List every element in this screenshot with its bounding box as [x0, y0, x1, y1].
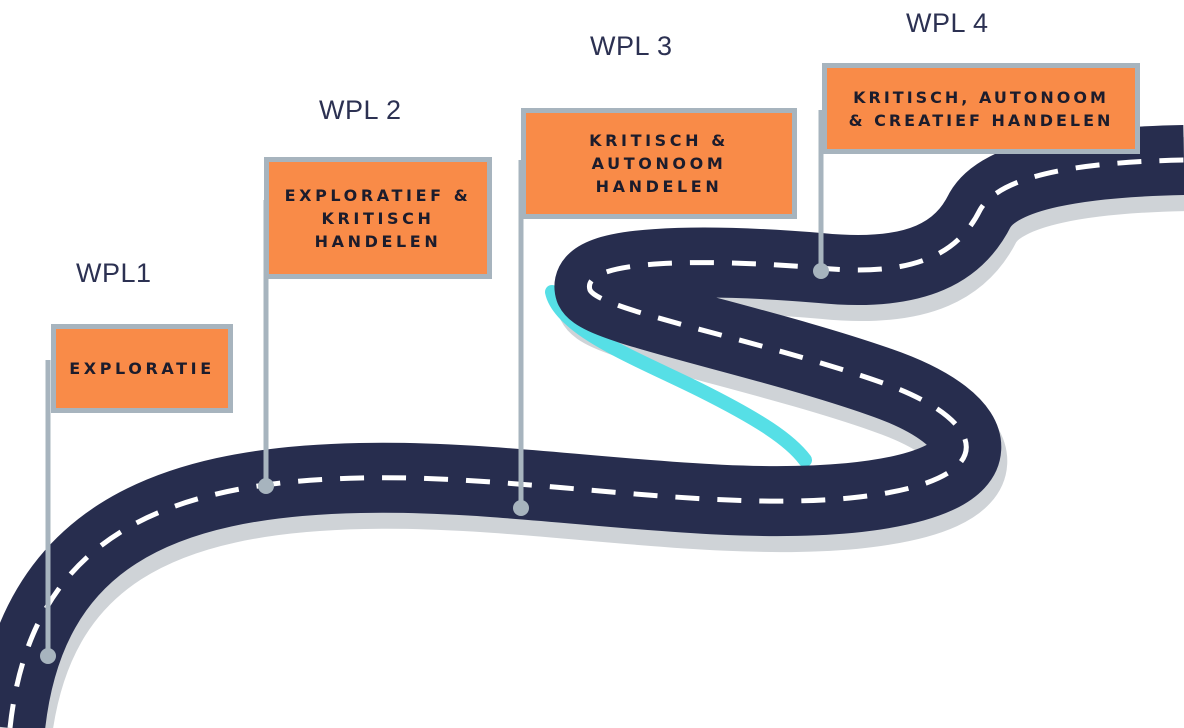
- flag-pin-3: [513, 500, 529, 516]
- road-lane-marking: [7, 157, 1184, 728]
- flag-4: KRITISCH, AUTONOOM & CREATIEF HANDELEN: [822, 63, 1140, 154]
- flag-pin-2: [258, 478, 274, 494]
- flag-1-text: EXPLORATIE: [69, 359, 215, 378]
- flag-3-text: KRITISCH & AUTONOOM HANDELEN: [589, 131, 729, 196]
- flag-pin-4: [813, 263, 829, 279]
- wpl-2-label: WPL 2: [319, 95, 402, 125]
- flag-2-text: EXPLORATIEF & KRITISCH HANDELEN: [284, 185, 472, 251]
- flag-2: EXPLORATIEF & KRITISCH HANDELEN: [264, 157, 492, 279]
- wpl-3-label: WPL 3: [590, 31, 673, 61]
- flag-3: KRITISCH & AUTONOOM HANDELEN: [521, 108, 797, 219]
- flag-1: EXPLORATIE: [51, 324, 233, 413]
- wpl-4-label: WPL 4: [906, 8, 989, 38]
- wpl-1-label: WPL1: [76, 258, 152, 288]
- flag-4-text: KRITISCH, AUTONOOM & CREATIEF HANDELEN: [848, 87, 1114, 130]
- flag-pin-1: [40, 648, 56, 664]
